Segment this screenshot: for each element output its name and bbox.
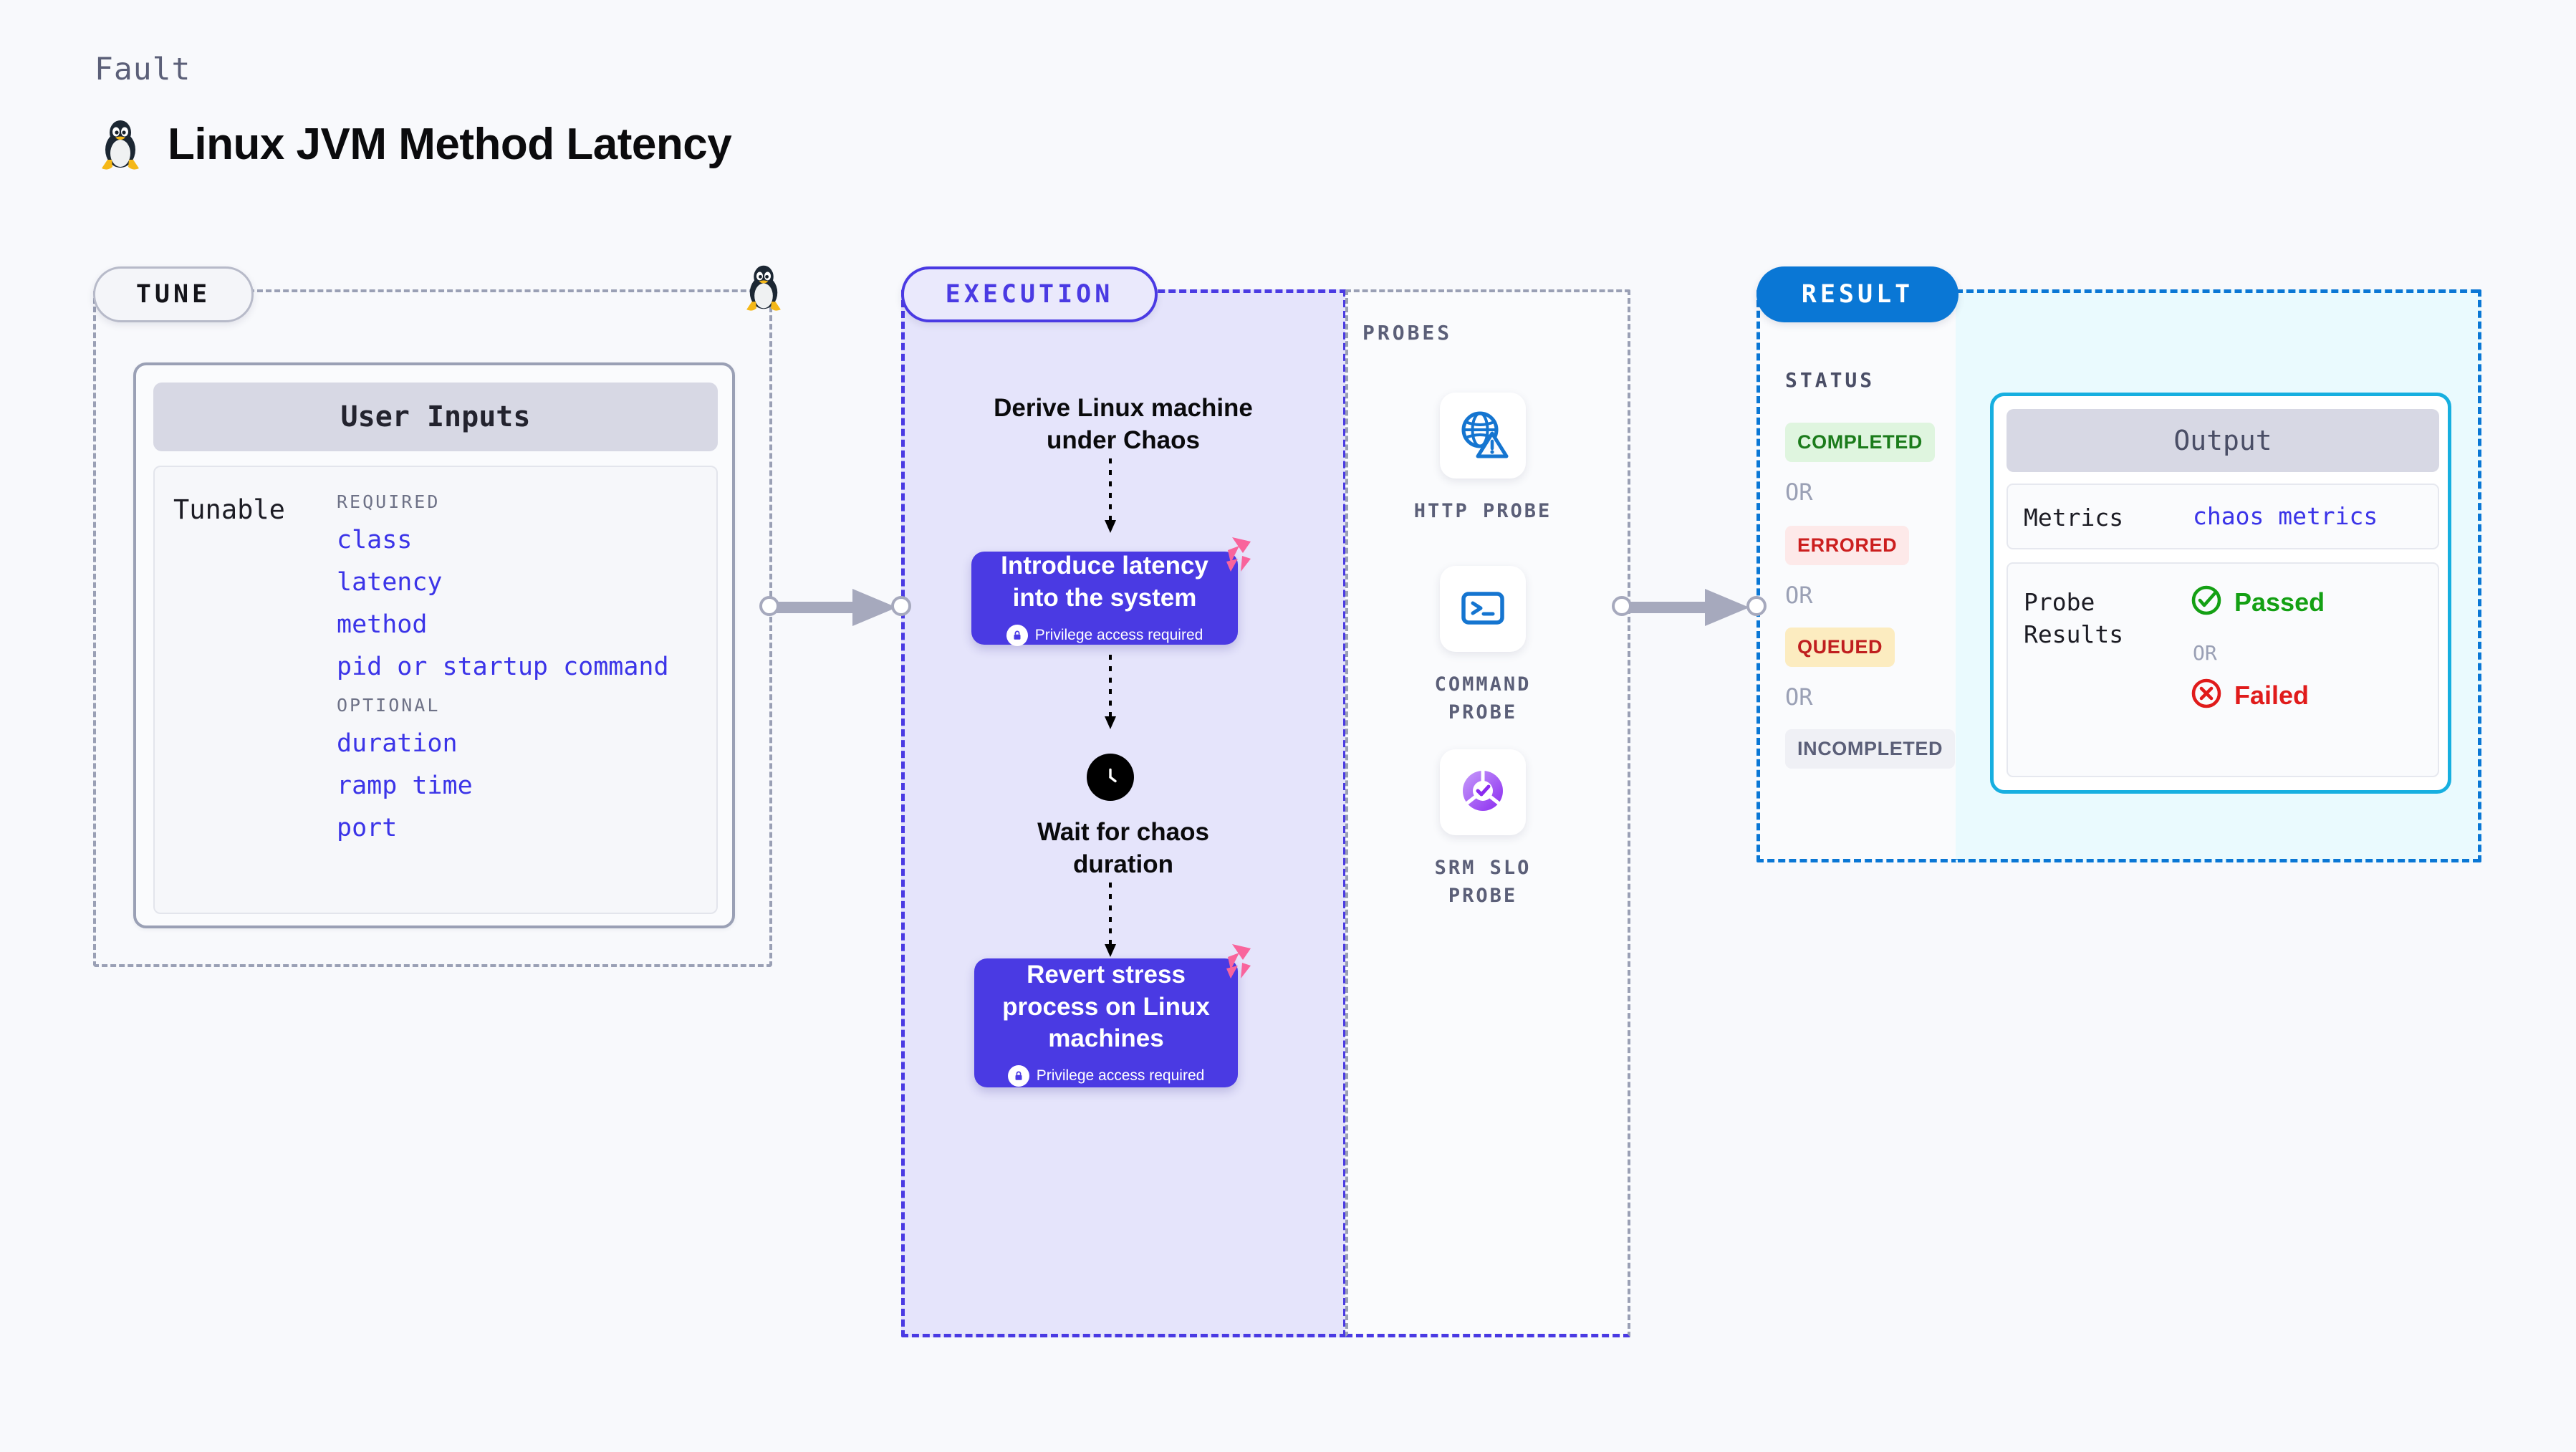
probe-result-passed: Passed [2190, 584, 2325, 620]
execution-node-introduce-latency[interactable]: Introduce latency into the system Privil… [971, 537, 1251, 646]
fault-eyebrow: Fault [95, 52, 191, 87]
output-metrics-key: Metrics [2024, 504, 2124, 532]
probe-label-http: HTTP PROBE [1413, 500, 1552, 522]
output-card: Output Metrics chaos metrics Probe Resul… [1990, 393, 2451, 794]
execution-step-derive: Derive Linux machine under Chaos [994, 394, 1253, 454]
status-badge-incompleted: INCOMPLETED [1785, 729, 1956, 769]
status-badge-completed: COMPLETED [1785, 423, 1935, 462]
slo-donut-check-icon [1455, 763, 1511, 822]
output-probe-key: Probe Results [2024, 588, 2124, 648]
connector-probes-result [1620, 586, 1764, 633]
output-metrics-value[interactable]: chaos metrics [2193, 502, 2378, 530]
tunable-panel: Tunable REQUIRED class latency method pi… [153, 466, 718, 914]
tunable-item[interactable]: latency [337, 568, 443, 597]
status-badge-errored: ERRORED [1785, 526, 1910, 565]
tunable-item[interactable]: ramp time [337, 771, 473, 800]
flow-arrow-2-icon [1102, 655, 1119, 737]
probes-title: PROBES [1363, 321, 1453, 345]
globe-warning-icon [1456, 408, 1509, 464]
execution-node-revert-stress[interactable]: Revert stress process on Linux machines … [974, 944, 1251, 1087]
connector-end-dot [891, 596, 911, 616]
flow-arrow-3-icon [1102, 883, 1119, 965]
flow-arrow-1-icon [1102, 458, 1119, 541]
lock-icon [1007, 1065, 1029, 1087]
connector-end-dot [1746, 596, 1767, 616]
tunable-item[interactable]: duration [337, 729, 458, 758]
linux-penguin-marker-icon [744, 264, 784, 314]
privilege-note: Privilege access required [1007, 1065, 1205, 1087]
tunable-item[interactable]: port [337, 814, 398, 842]
tune-region [93, 289, 772, 967]
page-title-text: Linux JVM Method Latency [168, 119, 732, 169]
output-title: Output [2007, 409, 2439, 472]
output-row-probe-results: Probe Results Passed OR [2007, 562, 2439, 777]
tunable-group-required: REQUIRED [337, 491, 441, 512]
status-badge-queued: QUEUED [1785, 628, 1895, 667]
harness-logo-icon [1209, 941, 1254, 989]
failed-label: Failed [2234, 680, 2310, 710]
tunable-label: Tunable [173, 494, 285, 525]
user-inputs-title: User Inputs [153, 383, 718, 451]
probe-label-command: COMMAND PROBE [1434, 673, 1532, 724]
harness-logo-icon [1209, 534, 1254, 582]
probe-tile-command[interactable] [1440, 566, 1526, 652]
check-circle-icon [2190, 584, 2223, 620]
probe-result-failed: Failed [2190, 677, 2309, 713]
tunable-list: REQUIRED class latency method pid or sta… [337, 483, 709, 856]
tune-pill[interactable]: TUNE [93, 266, 254, 322]
execution-step-wait: Wait for chaos duration [1037, 818, 1209, 878]
status-title: STATUS [1785, 368, 1875, 392]
execution-pill[interactable]: EXECUTION [901, 266, 1158, 322]
passed-label: Passed [2234, 587, 2325, 617]
status-or: OR [1785, 479, 1813, 506]
tunable-group-optional: OPTIONAL [337, 695, 441, 716]
status-or: OR [1785, 582, 1813, 609]
x-circle-icon [2190, 677, 2223, 713]
connector-start-dot [759, 596, 779, 616]
user-inputs-card: User Inputs Tunable REQUIRED class laten… [133, 362, 735, 928]
terminal-icon [1456, 581, 1509, 638]
probe-tile-srm-slo[interactable] [1440, 749, 1526, 835]
output-row-metrics: Metrics chaos metrics [2007, 484, 2439, 549]
probe-tile-http[interactable] [1440, 393, 1526, 479]
probe-result-or: OR [2193, 641, 2217, 665]
probe-label-srm-slo: SRM SLO PROBE [1434, 857, 1532, 908]
status-or: OR [1785, 683, 1813, 711]
node-label: Revert stress process on Linux machines [1002, 960, 1210, 1053]
page-title: Linux JVM Method Latency [99, 118, 732, 170]
connector-start-dot [1612, 596, 1632, 616]
tunable-item[interactable]: class [337, 526, 413, 554]
result-pill[interactable]: RESULT [1756, 266, 1959, 322]
node-label: Introduce latency into the system [1001, 552, 1208, 612]
privilege-text: Privilege access required [1034, 626, 1203, 643]
privilege-text: Privilege access required [1036, 1067, 1205, 1085]
connector-tune-execution [768, 586, 911, 633]
tunable-item[interactable]: method [337, 610, 428, 639]
clock-icon [1087, 754, 1134, 801]
tunable-item[interactable]: pid or startup command [337, 653, 669, 681]
linux-penguin-icon [99, 118, 142, 170]
privilege-note: Privilege access required [1006, 624, 1203, 646]
lock-icon [1006, 624, 1028, 646]
